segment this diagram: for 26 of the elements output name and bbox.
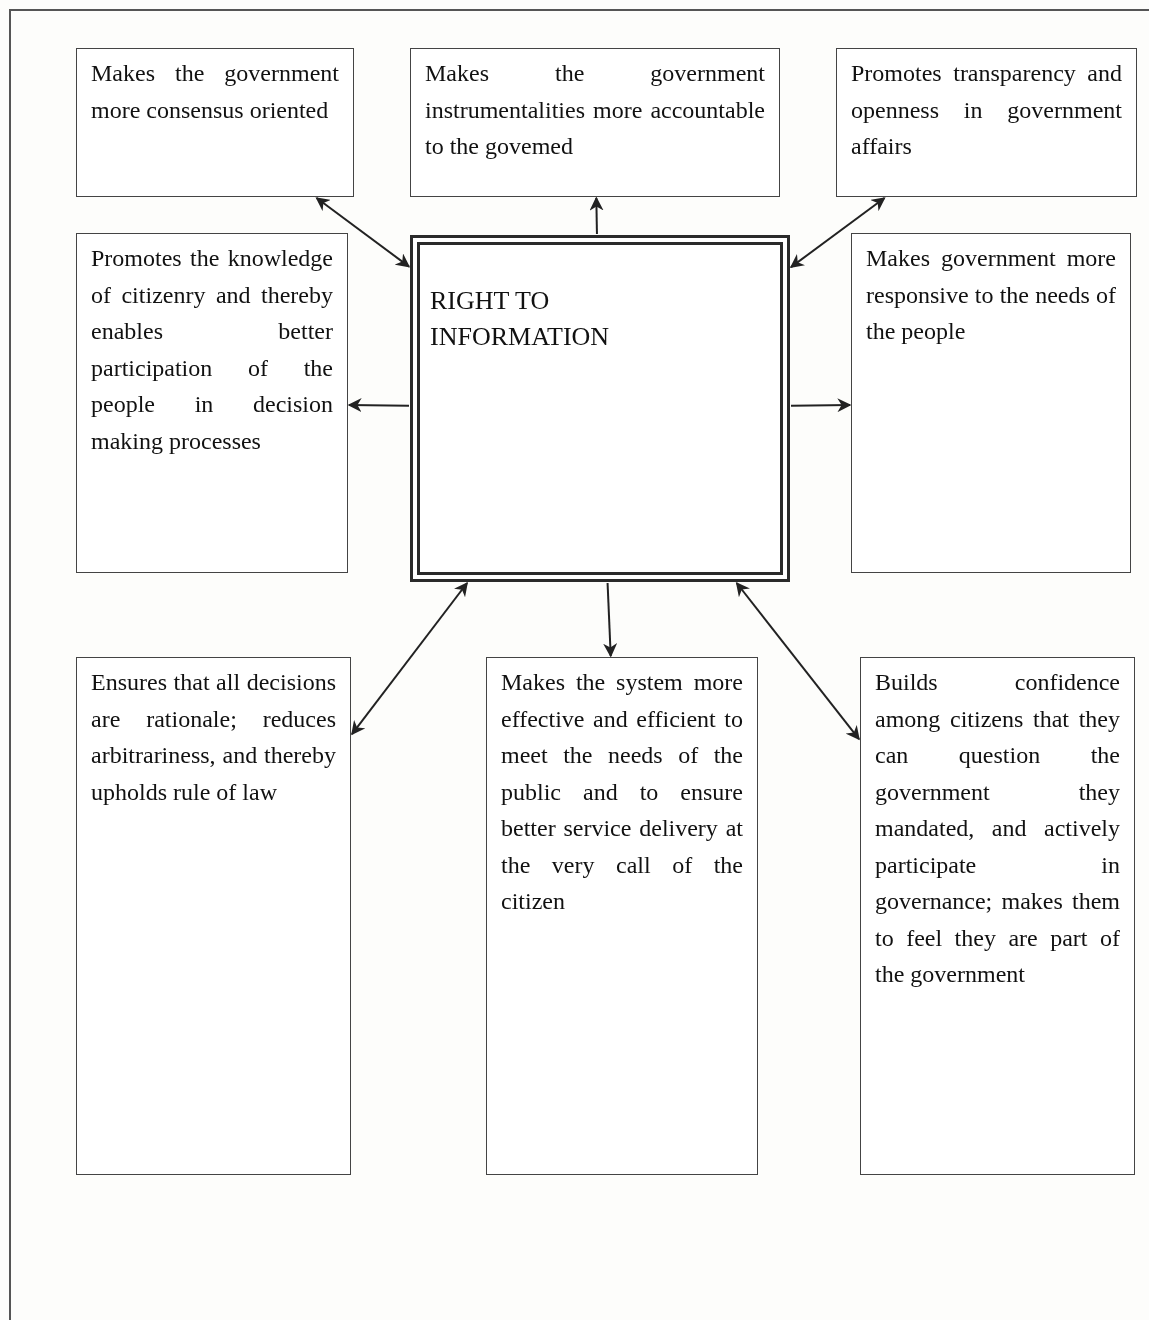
arrow <box>347 398 410 413</box>
arrow <box>589 196 604 235</box>
box-text: Makes government more responsive to the needs of the people <box>866 244 1116 346</box>
box-text: Builds confidence among citizens that they can question the government they mandated, and actively participate in governance; makes them to feel they are part of the government <box>875 668 1120 989</box>
text-box <box>836 48 1137 197</box>
text-box <box>860 657 1135 1175</box>
arrow <box>315 197 411 268</box>
text-box <box>76 48 354 197</box>
box-text: Makes the government more consensus oriented <box>91 59 339 125</box>
arrow <box>603 582 618 658</box>
text-box <box>486 657 758 1175</box>
text-box <box>76 233 348 573</box>
arrow <box>351 581 469 736</box>
text-box <box>76 657 351 1175</box>
text-box <box>851 233 1131 573</box>
box-text: Promotes transparency and openness in government affairs <box>851 59 1122 161</box>
central-title: RIGHT TO INFORMATION <box>430 285 611 353</box>
central-box <box>410 235 790 582</box>
arrow <box>735 581 860 741</box>
box-text: Promotes the knowledge of citizenry and thereby enables better participation of the people in decision making processes <box>91 244 333 456</box>
text-box <box>410 48 780 197</box>
arrow <box>789 197 886 269</box>
box-text: Makes the system more effective and efficient to meet the needs of the public and to ensure better service delivery at the very call of the citizen <box>501 668 743 916</box>
box-text: Ensures that all decisions are rationale; reduces arbitrariness, and thereby upholds rule of law <box>91 668 336 807</box>
box-text: Makes the government instrumentalities more accountable to the govemed <box>425 59 765 161</box>
arrow <box>790 398 852 413</box>
